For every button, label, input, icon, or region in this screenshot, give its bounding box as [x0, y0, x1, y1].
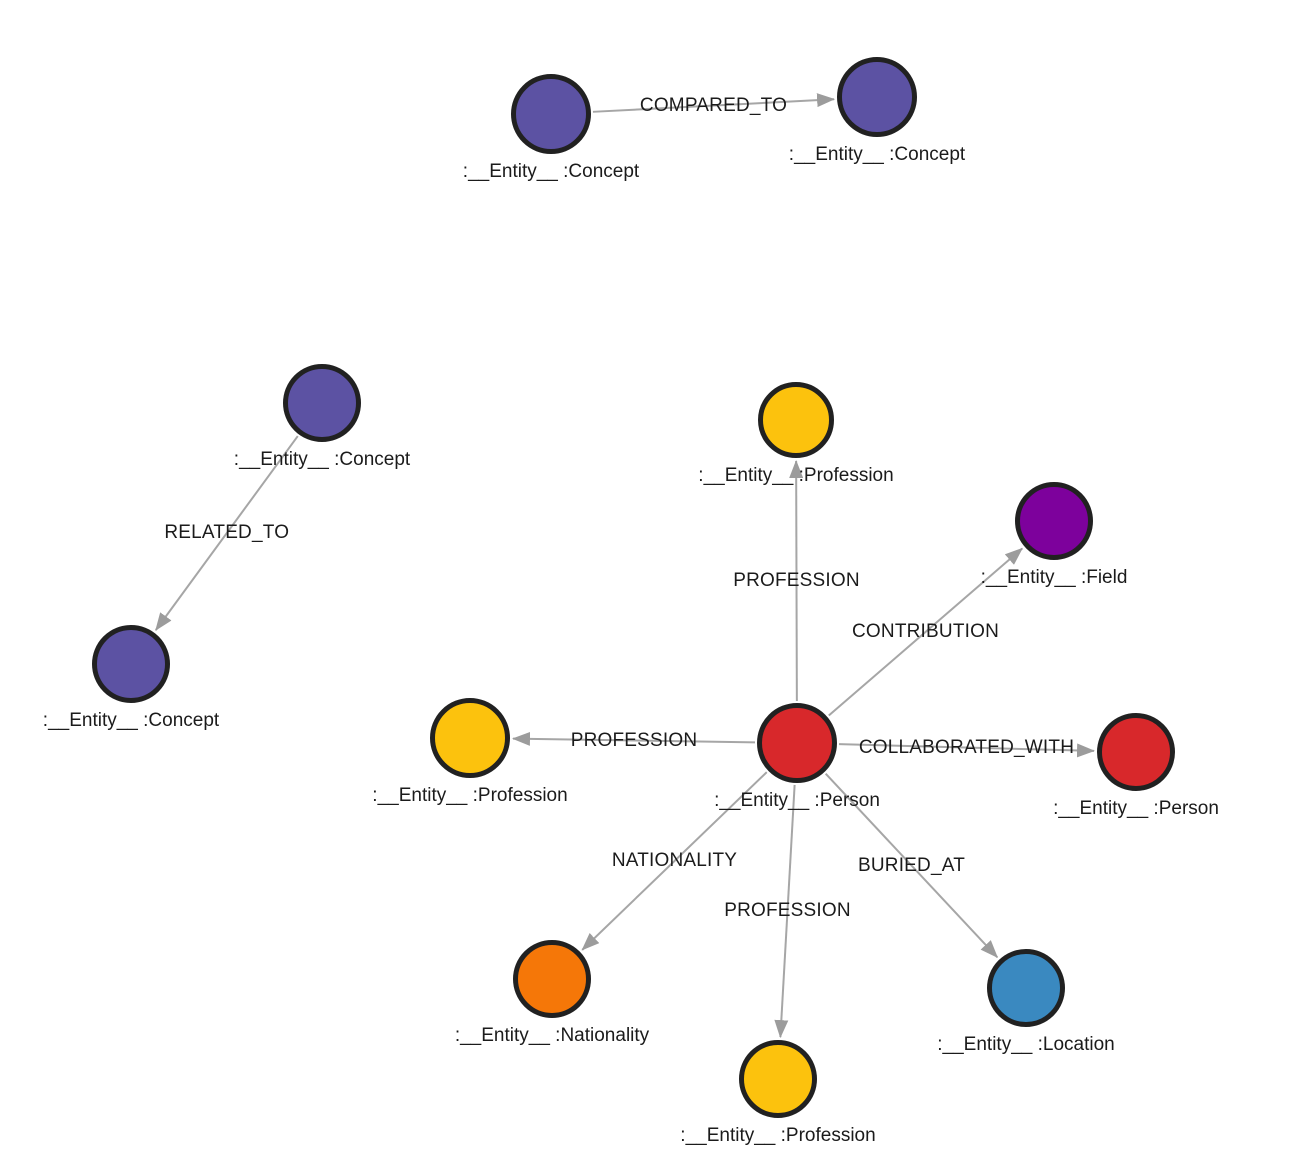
node-caption: :__Entity__ :Concept: [42, 710, 220, 731]
relationship-label[interactable]: COMPARED_TO: [639, 94, 788, 116]
node-caption: :__Entity__ :Concept: [788, 144, 966, 165]
graph-node-profession-c[interactable]: [739, 1040, 817, 1118]
graph-node-nationality-a[interactable]: [513, 940, 591, 1018]
relationship-label[interactable]: COLLABORATED_WITH: [858, 736, 1075, 758]
relationship-line[interactable]: [511, 731, 756, 746]
relationship-line[interactable]: [154, 435, 299, 631]
relationship-label[interactable]: CONTRIBUTION: [851, 621, 1000, 642]
node-caption: :__Entity__ :Location: [937, 1034, 1115, 1055]
node-caption: :__Entity__ :Concept: [233, 449, 411, 470]
relationship-label[interactable]: PROFESSION: [570, 729, 698, 751]
node-caption: :__Entity__ :Profession: [680, 1125, 876, 1146]
graph-node-profession-a[interactable]: [758, 382, 834, 458]
relationship-label[interactable]: BURIED_AT: [857, 854, 966, 876]
relationship-line[interactable]: [581, 771, 768, 951]
node-caption: :__Entity__ :Nationality: [454, 1025, 650, 1046]
graph-node-concept-b[interactable]: [837, 57, 917, 137]
graph-node-concept-d[interactable]: [92, 625, 170, 703]
node-caption: :__Entity__ :Concept: [462, 161, 640, 182]
graph-node-concept-a[interactable]: [511, 74, 591, 154]
relationship-line[interactable]: [824, 773, 999, 959]
graph-node-location-a[interactable]: [987, 949, 1065, 1027]
relationship-line[interactable]: [592, 93, 836, 113]
node-caption: :__Entity__ :Person: [1053, 798, 1219, 819]
relationship-line[interactable]: [789, 459, 804, 702]
graph-node-field-a[interactable]: [1015, 482, 1093, 560]
graph-node-person-b[interactable]: [1097, 713, 1175, 791]
node-caption: :__Entity__ :Person: [714, 790, 880, 811]
relationship-label[interactable]: NATIONALITY: [611, 850, 738, 871]
graph-node-concept-c[interactable]: [283, 364, 361, 442]
node-caption: :__Entity__ :Profession: [698, 465, 894, 486]
graph-node-profession-b[interactable]: [430, 698, 510, 778]
relationship-line[interactable]: [838, 743, 1096, 758]
relationship-label[interactable]: PROFESSION: [733, 570, 860, 591]
relationship-line[interactable]: [828, 547, 1023, 717]
relationship-line[interactable]: [774, 784, 796, 1039]
node-caption: :__Entity__ :Field: [980, 567, 1128, 588]
relationship-label[interactable]: RELATED_TO: [164, 522, 290, 544]
graph-node-person-a[interactable]: [757, 703, 837, 783]
node-caption: :__Entity__ :Profession: [372, 785, 568, 806]
relationship-label[interactable]: PROFESSION: [724, 900, 851, 921]
